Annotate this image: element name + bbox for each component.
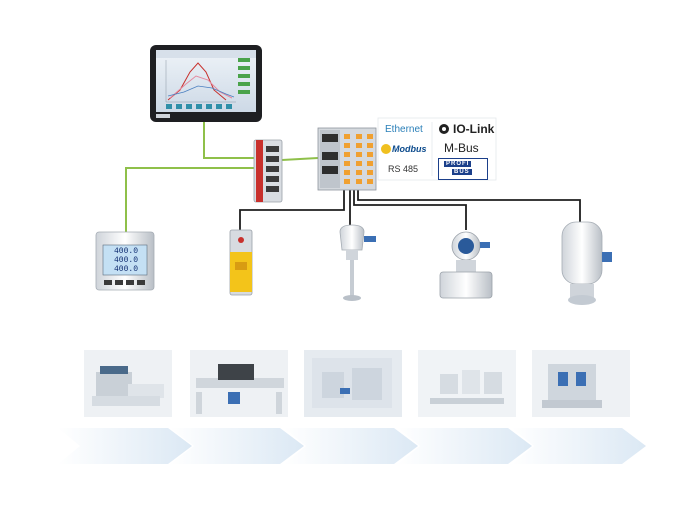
hmi-side-button <box>238 74 250 78</box>
process-arrow <box>284 428 418 464</box>
meter-reading-2: 400.0 <box>114 256 139 265</box>
field-lines <box>239 190 581 230</box>
hmi-side-button <box>238 90 250 94</box>
line-to-flow-meter <box>357 190 581 222</box>
line-to-switch <box>239 190 345 230</box>
hmi-toolbar <box>166 104 232 109</box>
process-scene-2 <box>190 350 288 417</box>
process-flow-arrows <box>58 428 646 464</box>
hmi-touch-panel <box>150 45 262 122</box>
profibus-top-label: PROFI <box>444 161 472 167</box>
process-scene-5 <box>532 350 630 417</box>
meter-reading-1: 400.0 <box>114 247 139 256</box>
flow-meter <box>561 221 612 305</box>
process-arrow <box>58 428 192 464</box>
process-scene-4 <box>418 350 516 417</box>
plc-controller <box>317 127 377 191</box>
network-lines <box>125 122 319 232</box>
process-arrow <box>170 428 304 464</box>
energy-meter <box>95 231 155 291</box>
profibus-bottom-label: BUS <box>452 169 472 175</box>
hmi-side-button <box>238 66 250 70</box>
ethernet-label: Ethernet <box>385 124 423 135</box>
hmi-curve-blue <box>167 85 235 98</box>
hmi-side-button <box>238 82 250 86</box>
profibus-logo-icon: PROFI BUS <box>438 158 488 180</box>
iolink-label: IO-Link <box>453 122 495 136</box>
process-arrow <box>398 428 532 464</box>
router-gateway <box>253 139 283 203</box>
pressure-transmitter <box>439 231 493 299</box>
process-arrow <box>512 428 646 464</box>
hmi-curve-pink <box>169 75 233 99</box>
process-scene-1 <box>84 350 172 417</box>
din-switch-device <box>229 229 253 296</box>
router-to-controller-line <box>281 157 319 161</box>
hmi-curve-red <box>167 62 227 101</box>
modbus-logo-icon <box>381 144 391 154</box>
level-sensor <box>339 224 376 301</box>
line-to-pressure-transmitter <box>353 190 467 230</box>
process-scene-3 <box>304 350 402 417</box>
router-to-meter-line <box>125 167 254 232</box>
mbus-label: M-Bus <box>444 141 479 155</box>
hmi-side-button <box>238 58 250 62</box>
rs485-label: RS 485 <box>388 164 419 174</box>
meter-reading-3: 400.0 <box>114 265 139 274</box>
hmi-to-router-line <box>203 122 254 159</box>
modbus-label: Modbus <box>392 144 427 154</box>
